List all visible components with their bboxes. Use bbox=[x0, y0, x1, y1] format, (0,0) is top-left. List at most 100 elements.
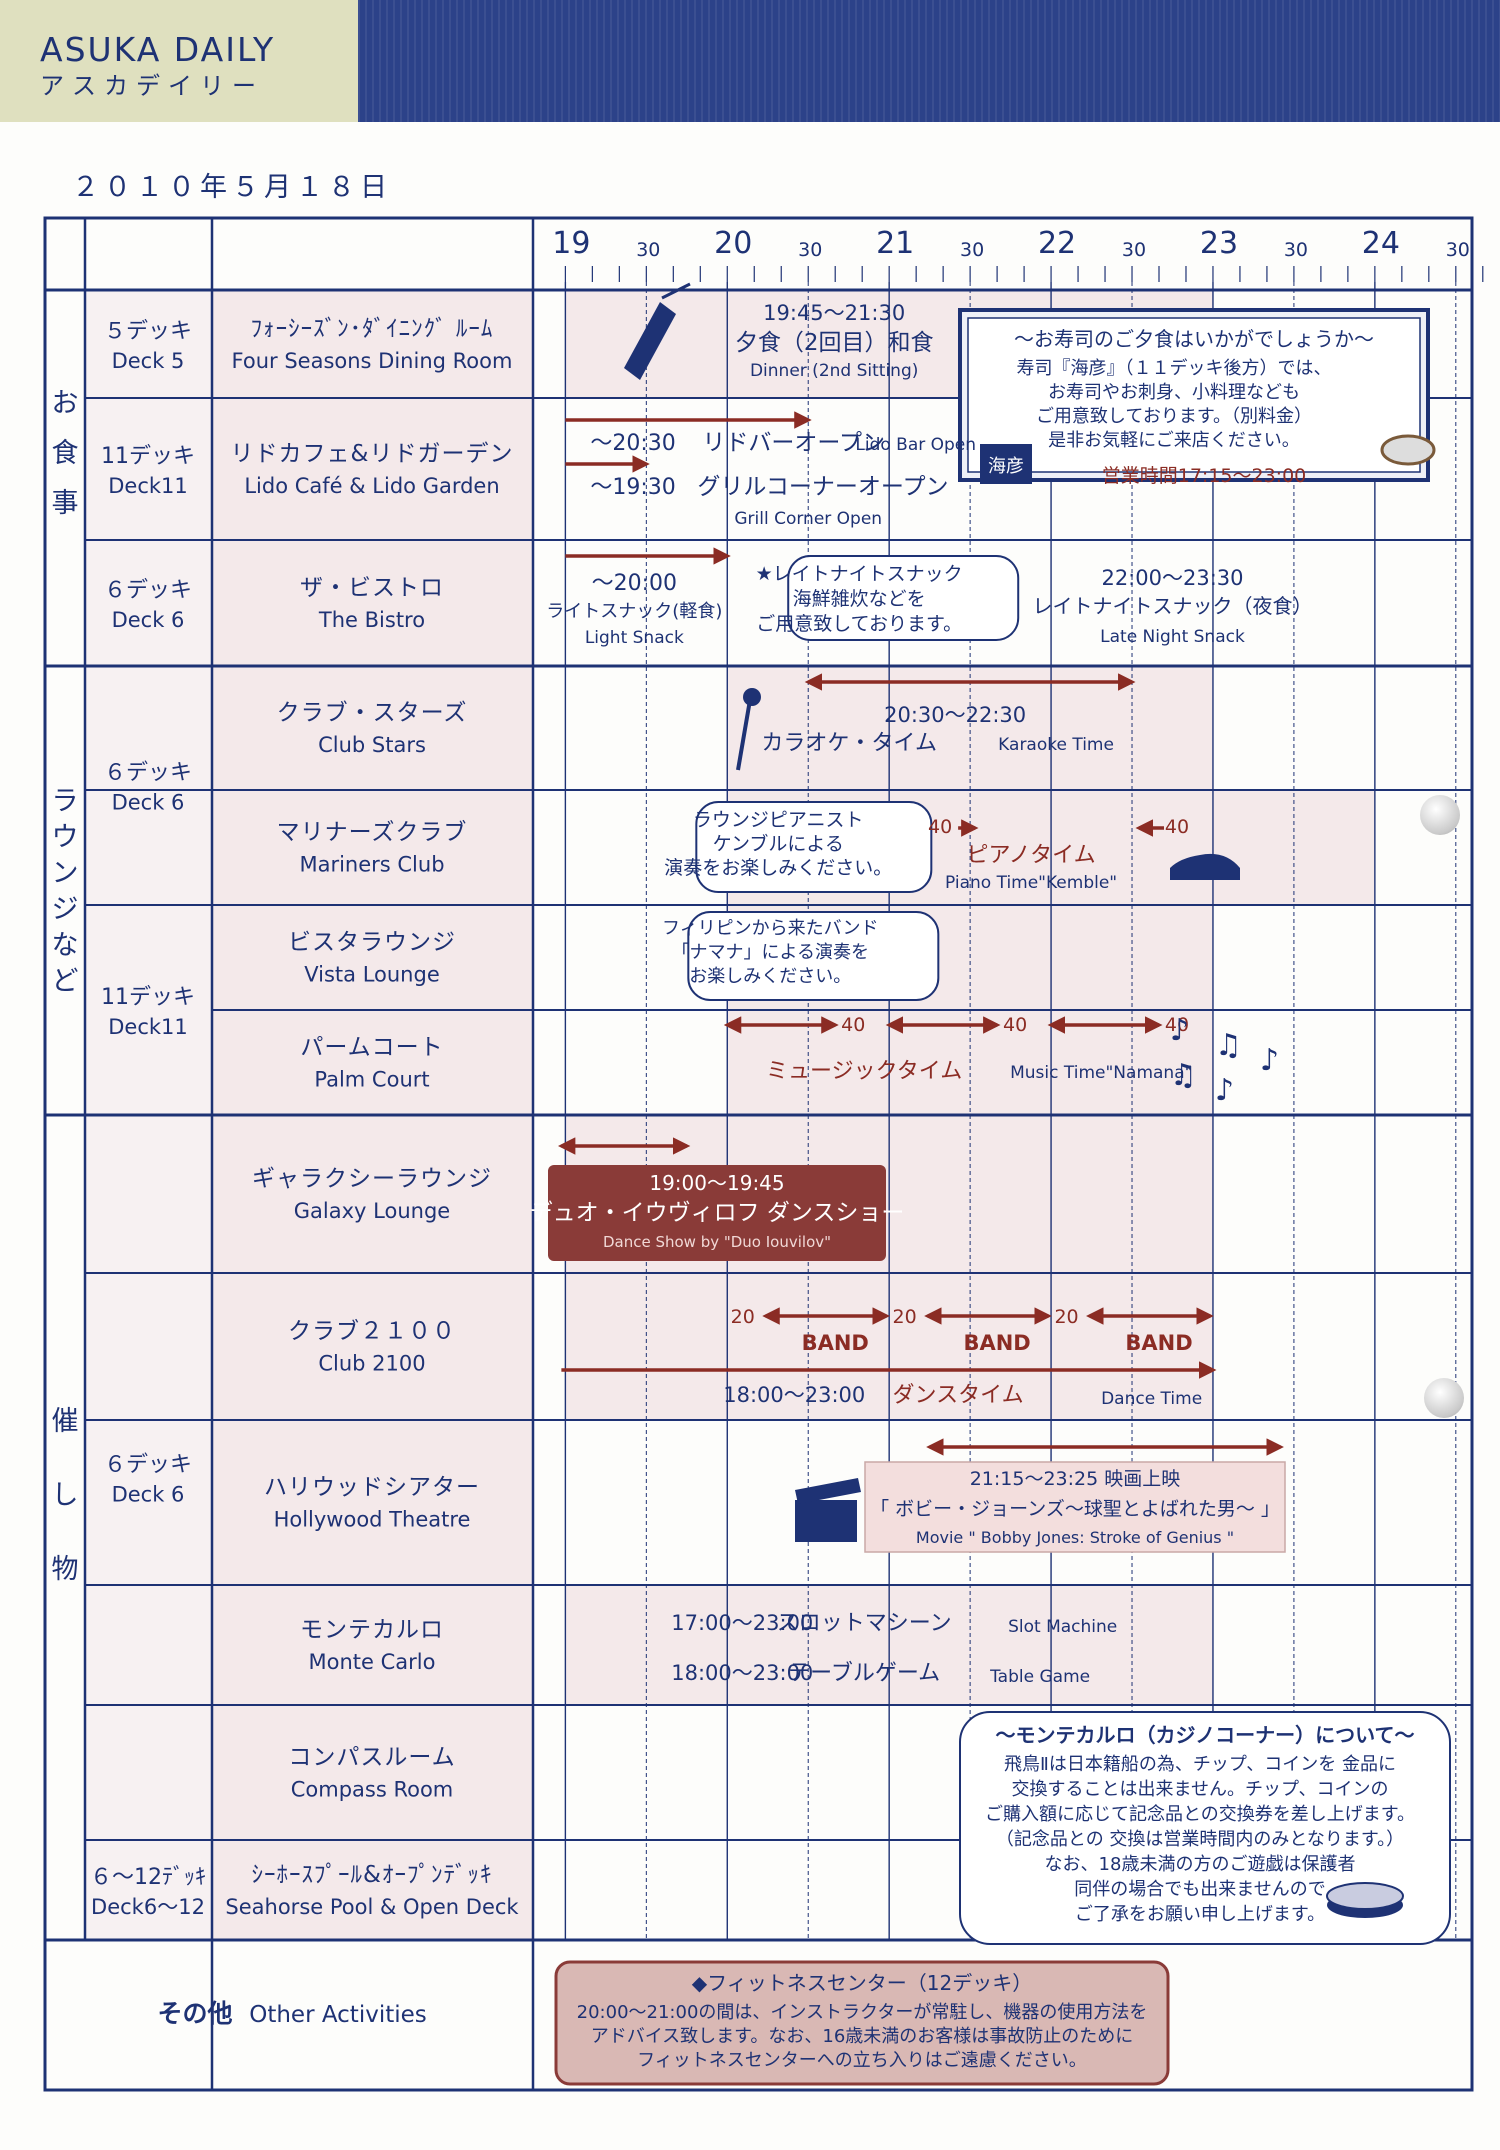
movie-title: 「 ボビー・ジョーンズ〜球聖とよばれた男〜 」 bbox=[870, 1498, 1280, 1520]
late-callout-title: ★レイトナイトスナック bbox=[756, 563, 963, 585]
pianist-callout-line: ケンブルによる bbox=[713, 832, 844, 855]
venue-label-en: Club 2100 bbox=[318, 1352, 425, 1376]
section-meals-label: 事 bbox=[52, 488, 79, 519]
fitness-line: 20:00〜21:00の間は、インストラクターが常駐し、機器の使用方法を bbox=[577, 2002, 1148, 2023]
dance-show-title: デュオ・イウヴィロフ ダンスショー bbox=[530, 1200, 905, 1226]
deck-label: ６デッキ bbox=[104, 578, 192, 603]
table-en: Table Game bbox=[989, 1667, 1090, 1687]
piano-mark: 40 bbox=[928, 816, 952, 838]
casino-note-line: なお、18歳未満の方のご遊戯は保護者 bbox=[1045, 1854, 1356, 1875]
band-label: BAND bbox=[1125, 1331, 1192, 1355]
lido-bar-title: リドバーオープン bbox=[702, 430, 885, 456]
karaoke-time: 20:30〜22:30 bbox=[884, 703, 1026, 727]
fitness-line: アドバイス致します。なお、16歳未満のお客様は事故防止のために bbox=[591, 2026, 1134, 2047]
section-lounge-label: ラ bbox=[52, 786, 79, 817]
casino-note-line: 同伴の場合でも出来ませんので bbox=[1074, 1879, 1325, 1900]
venue-label: コンパスルーム bbox=[288, 1745, 455, 1771]
venue-label-en: Mariners Club bbox=[299, 853, 444, 877]
late-snack-title: レイトナイトスナック（夜食） bbox=[1032, 594, 1312, 618]
sushi-line: お寿司やお刺身、小料理なども bbox=[1048, 382, 1300, 403]
half-hour-label: 30 bbox=[636, 239, 660, 261]
casino-note-line: ご了承をお願い申し上げます。 bbox=[1075, 1904, 1325, 1925]
venue-label-en: Club Stars bbox=[318, 733, 426, 757]
late-callout-line: ご用意致しております。 bbox=[756, 613, 962, 635]
music-en: Music Time"Namana" bbox=[1010, 1063, 1192, 1083]
band-mark: 20 bbox=[731, 1306, 755, 1328]
deck-label: ６デッキ bbox=[104, 761, 192, 786]
grill-title: グリルコーナーオープン bbox=[697, 474, 948, 500]
grill-en: Grill Corner Open bbox=[734, 509, 882, 529]
hour-label: 19 bbox=[552, 226, 590, 261]
sushi-hours: 営業時間17:15〜23:00 bbox=[1102, 465, 1307, 487]
brand-title: ASUKA DAILY bbox=[40, 30, 276, 69]
half-hour-label: 30 bbox=[1122, 239, 1146, 261]
sushi-dish-icon bbox=[1380, 434, 1436, 466]
hour-label: 20 bbox=[714, 226, 752, 261]
schedule-date: ２０１０年５月１８日 bbox=[72, 172, 392, 203]
section-meals-label: お bbox=[52, 388, 79, 419]
half-hour-label: 30 bbox=[798, 239, 822, 261]
sushi-logo: 海彦 bbox=[988, 456, 1024, 477]
fitness-line: フィットネスセンターへの立ち入りはご遠慮ください。 bbox=[637, 2050, 1087, 2071]
sushi-promo-inner bbox=[967, 317, 1421, 473]
fitness-title: ◆フィットネスセンター（12デッキ） bbox=[692, 1971, 1032, 1995]
casino-note-line: ご購入額に応じて記念品との交換券を差し上げます。 bbox=[985, 1803, 1415, 1825]
deck-label-en: Deck 6 bbox=[112, 791, 185, 815]
section-meals-label: 食 bbox=[52, 438, 79, 469]
clapperboard-icon bbox=[795, 1478, 861, 1504]
deck-label-en: Deck6〜12 bbox=[91, 1895, 205, 1919]
band-callout-line: 「ナマナ」による演奏を bbox=[671, 942, 868, 963]
venue-label: ビスタラウンジ bbox=[288, 930, 456, 956]
deck-label: ６デッキ bbox=[104, 1453, 192, 1478]
header-pattern-panel bbox=[358, 0, 1500, 122]
venue-label: ハリウッドシアター bbox=[264, 1475, 480, 1501]
band-callout-line: お楽しみください。 bbox=[689, 966, 851, 987]
hour-label: 24 bbox=[1362, 226, 1400, 261]
piano-icon bbox=[1170, 853, 1240, 880]
band-callout-line: フィリピンから来たバンド bbox=[662, 918, 879, 939]
venue-label: モンテカルロ bbox=[300, 1617, 444, 1643]
deck-label-en: Deck 5 bbox=[112, 349, 185, 373]
late-snack-time: 22:00〜23:30 bbox=[1101, 566, 1243, 590]
late-snack-callout bbox=[787, 555, 1020, 641]
hour-label: 23 bbox=[1200, 226, 1238, 261]
venue-label-en: Four Seasons Dining Room bbox=[232, 349, 513, 373]
dance-time-title: ダンスタイム bbox=[893, 1383, 1024, 1408]
karaoke-title: カラオケ・タイム bbox=[761, 731, 937, 756]
piano-mark: 40 bbox=[1165, 816, 1189, 838]
half-hour-label: 30 bbox=[1284, 239, 1308, 261]
casino-note-line: （記念品との 交換は営業時間内のみとなります。） bbox=[996, 1828, 1404, 1850]
section-lounge-label: ど bbox=[52, 966, 79, 997]
venue-label-en: Galaxy Lounge bbox=[294, 1199, 450, 1223]
late-snack-en: Late Night Snack bbox=[1100, 627, 1245, 647]
deck-label-en: Deck 6 bbox=[112, 1483, 185, 1507]
band-mark: 20 bbox=[893, 1306, 917, 1328]
dance-show-en: Dance Show by "Duo Iouvilov" bbox=[603, 1233, 831, 1251]
venue-label-en: Seahorse Pool & Open Deck bbox=[225, 1895, 519, 1919]
venue-label-en: Hollywood Theatre bbox=[274, 1508, 471, 1532]
deck-label-en: Deck 6 bbox=[112, 608, 185, 632]
chopsticks-icon bbox=[624, 302, 676, 380]
light-snack-en: Light Snack bbox=[585, 628, 684, 648]
music-note-icon: ♫ bbox=[1170, 1058, 1197, 1093]
movie-time: 21:15〜23:25 映画上映 bbox=[970, 1468, 1181, 1490]
section-events-label: 物 bbox=[52, 1554, 79, 1585]
casino-note-line: 交換することは出来ません。チップ、コインの bbox=[1012, 1779, 1389, 1800]
sushi-line: 寿司『海彦』（１１デッキ後方）では、 bbox=[1017, 358, 1332, 379]
sushi-line: 是非お気軽にご来店ください。 bbox=[1048, 430, 1300, 451]
music-title: ミュージックタイム bbox=[766, 1059, 962, 1084]
casino-note-box bbox=[959, 1711, 1451, 1945]
music-mark: 40 bbox=[841, 1014, 865, 1036]
half-hour-label: 30 bbox=[960, 239, 984, 261]
venue-label-en: Vista Lounge bbox=[304, 963, 440, 987]
music-note-icon: ♫ bbox=[1215, 1028, 1242, 1063]
dinner-title: 夕食（2回目）和食 bbox=[735, 330, 934, 356]
deck-label-en: Deck11 bbox=[108, 1015, 188, 1039]
venue-label-en: Lido Café & Lido Garden bbox=[244, 474, 499, 498]
venue-label-en: Compass Room bbox=[291, 1778, 454, 1802]
pianist-callout-line: ラウンジピアニスト bbox=[693, 809, 864, 831]
other-label-en: Other Activities bbox=[249, 2002, 427, 2028]
dinner-en: Dinner (2nd Sitting) bbox=[750, 361, 918, 381]
deck-label: ６〜12ﾃﾞｯｷ bbox=[90, 1865, 206, 1890]
